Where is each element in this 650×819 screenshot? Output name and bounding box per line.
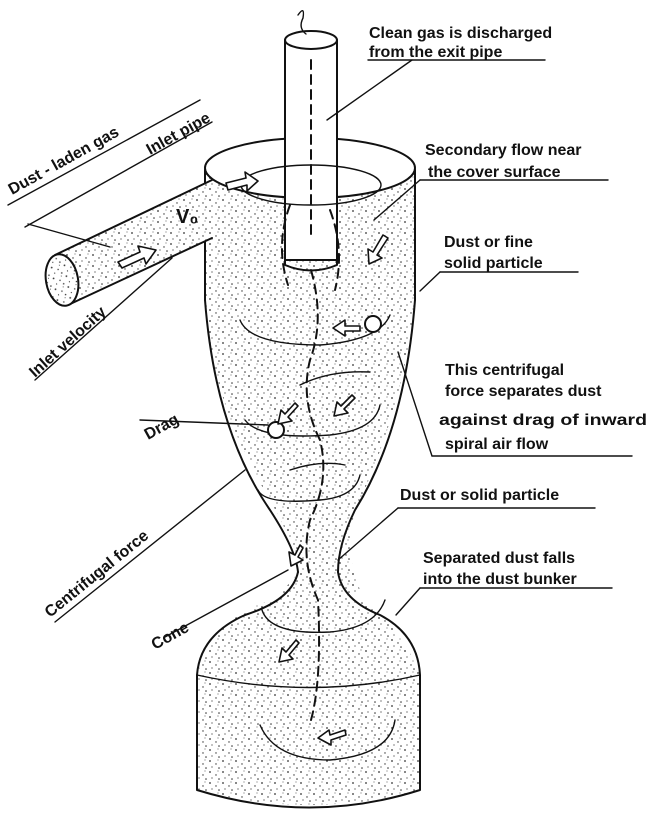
centrifugal-force-label: Centrifugal force [42, 527, 152, 621]
dust-fine-label: Dust or fine solid particle [444, 234, 543, 272]
dust-laden-gas-label: Dust - laden gas [6, 124, 122, 199]
centrifugal-separates-line-4: spiral air flow [445, 436, 549, 453]
secondary-flow-label: Secondary flow near the cover surface [425, 142, 586, 181]
dust-particle [365, 316, 381, 332]
dust-fine-line-1: Dust or fine [444, 234, 533, 251]
separated-dust-line-1: Separated dust falls [423, 550, 575, 567]
clean-gas-label: Clean gas is discharged from the exit pi… [369, 25, 557, 61]
inlet-velocity-symbol: V₀ [176, 206, 198, 228]
separated-dust-line-2: into the dust bunker [423, 571, 577, 588]
centrifugal-separates-label: This centrifugal force separates dust [445, 362, 602, 400]
clean-gas-line-1: Clean gas is discharged [369, 25, 552, 42]
clean-gas-line-2: from the exit pipe [369, 44, 502, 61]
centrifugal-separates-line-1: This centrifugal [445, 362, 564, 379]
inlet-velocity-label: Inlet velocity [26, 303, 109, 381]
drag-label: Drag [142, 411, 182, 444]
dust-particle [268, 422, 284, 438]
dust-fine-line-2: solid particle [444, 255, 543, 272]
cyclone-body [197, 11, 420, 808]
secondary-flow-line-2: the cover surface [428, 164, 561, 181]
separated-dust-label: Separated dust falls into the dust bunke… [423, 550, 580, 588]
centrifugal-separates-line-3: against drag of inward [439, 412, 647, 429]
inlet-pipe [42, 180, 212, 308]
secondary-flow-line-1: Secondary flow near [425, 142, 582, 159]
cone-label: Cone [149, 619, 192, 653]
centrifugal-separates-line-2: force separates dust [445, 383, 602, 400]
dust-solid-label: Dust or solid particle [400, 487, 559, 504]
inlet-pipe-label: Inlet pipe [144, 110, 214, 159]
